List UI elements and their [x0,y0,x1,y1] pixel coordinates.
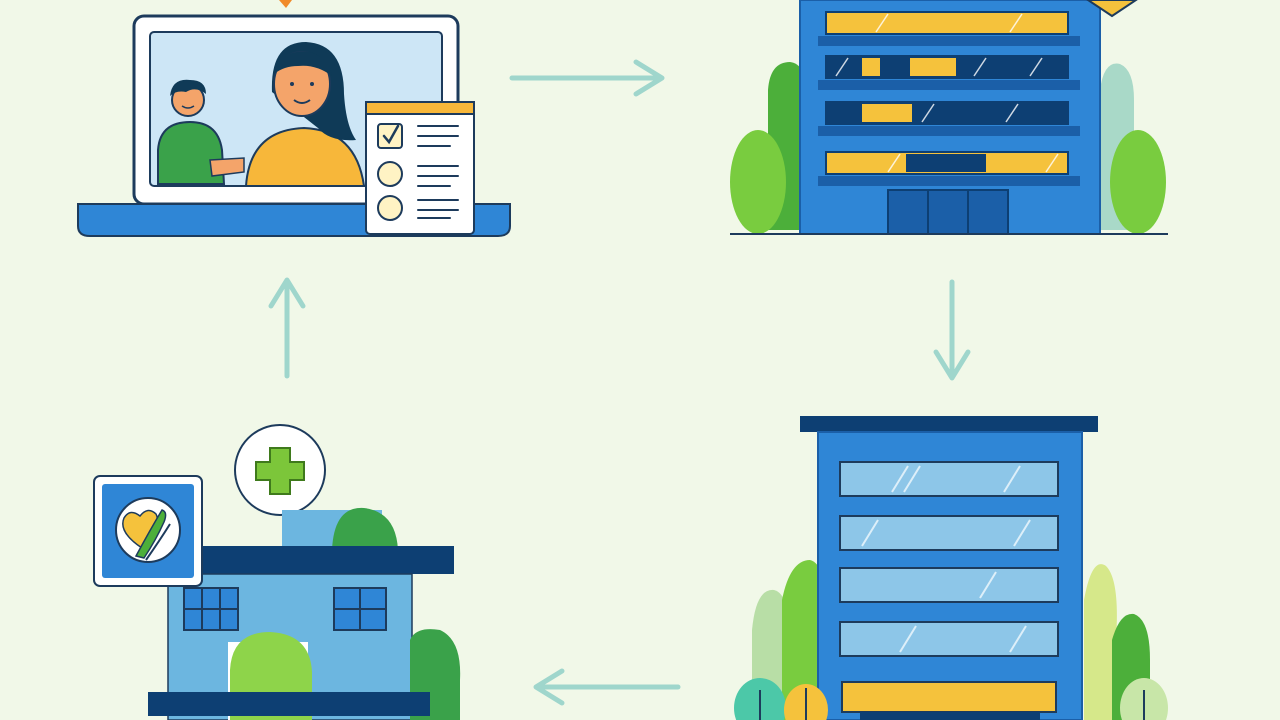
arrow-down [933,279,971,381]
laptop-video-call-icon [77,0,511,237]
child-figure [157,79,245,185]
clinic-windows [183,587,387,631]
office-building-icon [730,0,1168,235]
arrow-right [509,59,665,97]
tower-building-icon [734,416,1168,720]
arrow-up [268,277,306,379]
woman-figure [244,42,366,187]
window-bands [818,11,1080,186]
arrow-left [533,668,681,706]
heart-hands-badge-icon [93,475,203,587]
medical-cross-icon [234,424,326,516]
checklist-card-icon [365,101,475,235]
clinic-icon [93,424,461,720]
